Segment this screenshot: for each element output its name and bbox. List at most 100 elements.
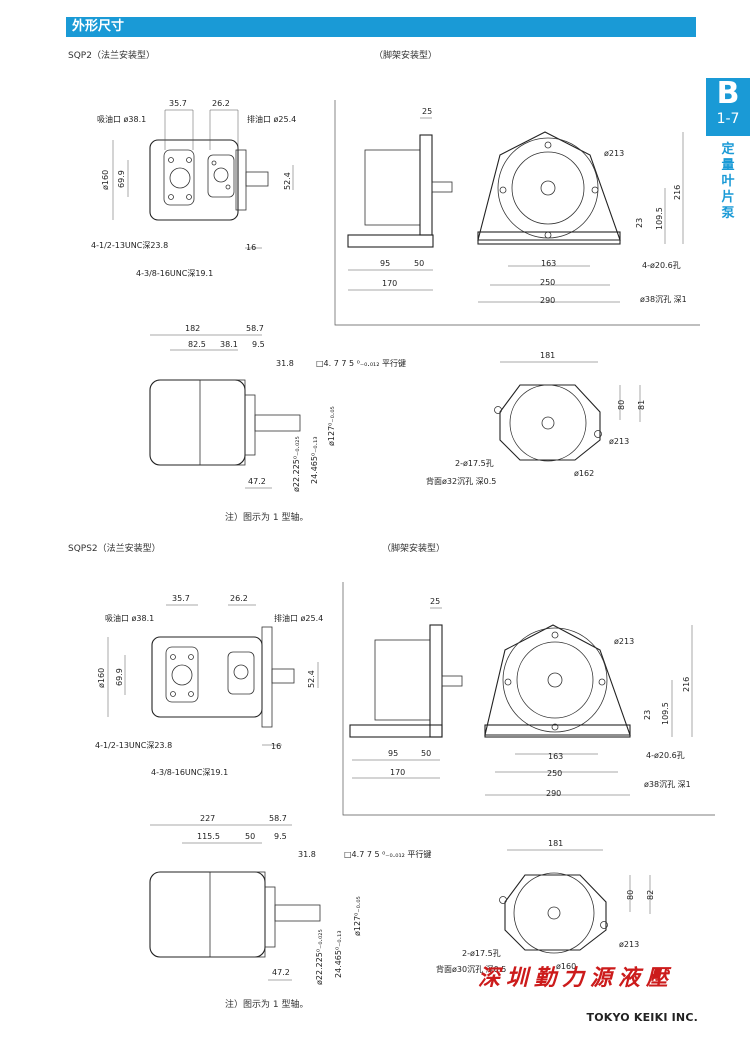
- chapter-tab: B 1-7: [706, 78, 750, 136]
- s1-sd-l4: 38.1: [220, 340, 238, 349]
- s1-ft-top: 25: [422, 107, 432, 116]
- s2-fl-suction: 吸油口 ø38.1: [105, 613, 154, 623]
- s2-foot-side-view: [349, 607, 463, 779]
- s2-fl-t1: 16: [271, 742, 281, 751]
- s2-fl-thread2: 4-3/8-16UNC深19.1: [151, 768, 228, 777]
- s2-sd-l7: 47.2: [272, 968, 290, 977]
- s2-ft-h1: 216: [682, 677, 691, 692]
- s2-sd-d1: ø22.225⁰₋₀.₀₂₅: [315, 929, 324, 985]
- s1-fl-d1: 35.7: [169, 99, 187, 108]
- s2-ft-w2: 50: [421, 749, 431, 758]
- s2-fr-h1: 80: [626, 890, 635, 900]
- s2-ft-holes: 4-ø20.6孔: [646, 751, 685, 760]
- s1-sd-l6: 31.8: [276, 359, 294, 368]
- s2-sd-key: □4.7 7 5 ⁰₋₀.₀₁₂ 平行键: [344, 849, 431, 859]
- s2-side-view: [149, 824, 321, 981]
- s2-fl-discharge: 排油口 ø25.4: [274, 613, 323, 623]
- s2-fl-h3: 52.4: [307, 670, 316, 688]
- s2-front-view: [499, 849, 651, 954]
- s2-sd-l4: 50: [245, 832, 255, 841]
- s2-flange-view: [107, 604, 319, 746]
- s2-ft-h3: 23: [643, 710, 652, 720]
- s1-fr-d2: ø162: [574, 469, 594, 478]
- s2-model-label: SQPS2（法兰安装型）: [68, 544, 161, 554]
- s1-fl-h1: ø160: [101, 170, 110, 190]
- s1-note: 注）图示为 1 型轴。: [225, 513, 309, 523]
- s1-ft-h3: 23: [635, 218, 644, 228]
- s1-ft-holes: 4-ø20.6孔: [642, 261, 681, 270]
- s1-ft-w3: 170: [382, 279, 397, 288]
- s2-ft-w4: 163: [548, 752, 563, 761]
- s1-sd-d3: ø127⁰₋₀.₀₅: [327, 406, 336, 446]
- s2-ft-top: 25: [430, 597, 440, 606]
- s2-ft-w5: 250: [547, 769, 562, 778]
- header-title: 外形尺寸: [72, 19, 125, 34]
- s1-side-view: [149, 334, 301, 489]
- brand-name: TOKYO KEIKI INC.: [586, 1011, 698, 1024]
- s1-ft-w6: 290: [540, 296, 555, 305]
- s1-sd-l2: 58.7: [246, 324, 264, 333]
- s2-fl-h2: 69.9: [115, 668, 124, 686]
- s1-ft-spot: ø38沉孔 深1: [640, 295, 687, 304]
- s2-sd-l5: 9.5: [274, 832, 287, 841]
- s1-fl-t1: 16: [246, 243, 256, 252]
- s2-sd-l2: 58.7: [269, 814, 287, 823]
- s1-sd-l1: 182: [185, 324, 200, 333]
- s2-foot-front-view: [484, 624, 693, 796]
- tab-number: 1-7: [716, 111, 740, 127]
- s1-fl-h3: 52.4: [283, 172, 292, 190]
- s1-ft-h2: 109.5: [655, 207, 664, 230]
- s2-fl-h1: ø160: [97, 668, 106, 688]
- s2-ft-d1: ø213: [614, 637, 634, 646]
- s1-fl-thread2: 4-3/8-16UNC深19.1: [136, 269, 213, 278]
- s2-sd-d2: 24.465⁰₋₀.₁₃: [334, 930, 343, 978]
- s1-sd-key: □4. 7 7 5 ⁰₋₀.₀₁₂ 平行键: [316, 358, 406, 368]
- s2-sd-l3: 115.5: [197, 832, 220, 841]
- s2-fl-d2: 26.2: [230, 594, 248, 603]
- s1-fl-h2: 69.9: [117, 170, 126, 188]
- s2-note: 注）图示为 1 型轴。: [225, 1000, 309, 1010]
- s1-fr-h2: 81: [637, 400, 646, 410]
- s1-foot-frame: [334, 100, 700, 326]
- s2-fl-thread1: 4-1/2-13UNC深23.8: [95, 741, 172, 750]
- s1-foot-front-view: [477, 131, 684, 303]
- s2-ft-spot: ø38沉孔 深1: [644, 780, 691, 789]
- s2-ft-h2: 109.5: [661, 702, 670, 725]
- s2-sd-d3: ø127⁰₋₀.₀₅: [353, 896, 362, 936]
- s1-fl-discharge: 排油口 ø25.4: [247, 114, 296, 124]
- s1-model-label: SQP2（法兰安装型）: [68, 51, 155, 61]
- s1-fl-thread1: 4-1/2-13UNC深23.8: [91, 241, 168, 250]
- s2-fl-d1: 35.7: [172, 594, 190, 603]
- s2-fr-d2: ø160: [556, 962, 576, 971]
- s2-fr-back: 背面ø30沉孔 深0.5: [436, 964, 506, 974]
- s1-fr-w: 181: [540, 351, 555, 360]
- s1-ft-h1: 216: [673, 185, 682, 200]
- s1-sd-l7: 47.2: [248, 477, 266, 486]
- s1-ft-d1: ø213: [604, 149, 624, 158]
- s2-ft-w1: 95: [388, 749, 398, 758]
- s1-ft-w5: 250: [540, 278, 555, 287]
- s2-foot-frame: [342, 582, 715, 816]
- s1-fl-suction: 吸油口 ø38.1: [97, 114, 146, 124]
- s1-fr-back: 背面ø32沉孔 深0.5: [426, 476, 496, 486]
- s2-fr-w: 181: [548, 839, 563, 848]
- s1-sd-l3: 82.5: [188, 340, 206, 349]
- s2-ft-w3: 170: [390, 768, 405, 777]
- s1-sd-d1: ø22.225⁰₋₀.₀₂₅: [292, 436, 301, 492]
- s1-fl-d2: 26.2: [212, 99, 230, 108]
- s1-ft-w4: 163: [541, 259, 556, 268]
- s1-flange-view: [112, 109, 294, 249]
- tab-category: 定量叶片泵: [721, 142, 735, 221]
- s2-fr-h2: 82: [646, 890, 655, 900]
- section-header: 外形尺寸: [66, 17, 696, 37]
- s2-foot-label: （脚架安装型）: [382, 544, 446, 554]
- s2-sd-l6: 31.8: [298, 850, 316, 859]
- s2-ft-w6: 290: [546, 789, 561, 798]
- s2-fr-d1: ø213: [619, 940, 639, 949]
- s2-sd-l1: 227: [200, 814, 215, 823]
- s1-ft-w2: 50: [414, 259, 424, 268]
- s1-front-view: [494, 361, 641, 462]
- tab-letter: B: [716, 76, 740, 111]
- s1-sd-l5: 9.5: [252, 340, 265, 349]
